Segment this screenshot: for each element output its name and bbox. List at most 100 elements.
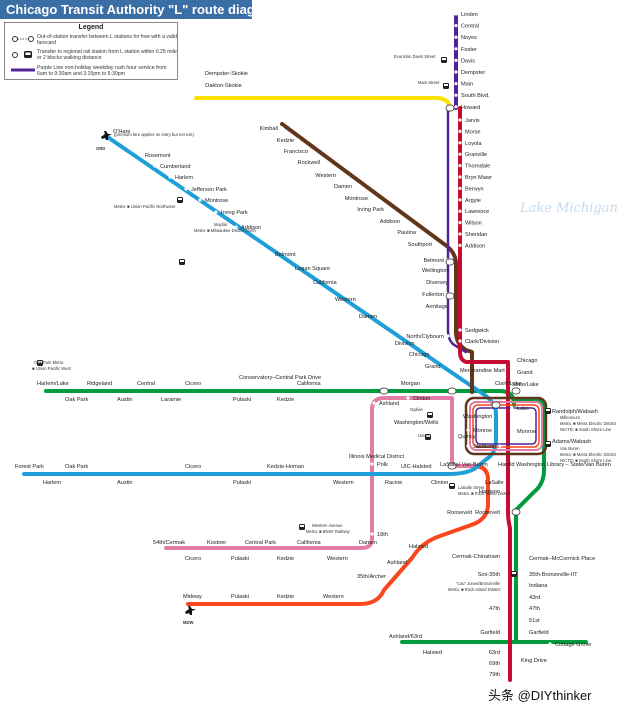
station-label: Jarvis: [465, 118, 480, 124]
station-dot: [502, 510, 506, 514]
station-label: Main: [461, 82, 473, 88]
station-label: North/Clybourn: [406, 334, 444, 340]
station-dot: [328, 297, 332, 301]
station-label: Roosevelt: [475, 510, 500, 516]
station-dot: [510, 370, 514, 374]
station-label: 63rd: [489, 650, 500, 656]
station-label: Ashland/63rd: [389, 634, 422, 640]
station-label: Irving Park: [357, 207, 384, 213]
station-label: Paulina: [397, 230, 417, 236]
station-label: Chicago: [517, 358, 538, 364]
station-dot: [522, 556, 526, 560]
station-label: Harlem: [175, 175, 193, 181]
legend-row-transfer: Out-of-station transfer between L statio…: [9, 34, 177, 48]
station-dot: [370, 532, 374, 536]
station-dot: [226, 480, 230, 484]
transfer-station-marker: [511, 508, 521, 516]
train-icon: [545, 441, 551, 447]
station-dot: [320, 556, 324, 560]
station-dot: [502, 554, 506, 558]
title-bar: Chicago Transit Authority "L" route diag…: [0, 0, 279, 19]
station-label: Kedzie: [277, 594, 294, 600]
station-dot: [130, 381, 134, 385]
note-label: NICTD: ■ South Shore Line: [560, 427, 612, 432]
station-dot: [446, 334, 450, 338]
station-label: Oak Park: [65, 464, 89, 470]
station-dot: [288, 266, 292, 270]
station-dot: [458, 339, 462, 343]
station-dot: [58, 397, 62, 401]
station-label: 35th-Bronzeville-IIT: [529, 572, 578, 578]
station-dot: [522, 595, 526, 599]
station-label: California: [297, 540, 322, 546]
station-dot: [80, 381, 84, 385]
station-dot: [316, 594, 320, 598]
station-label: Belmont: [423, 258, 444, 264]
station-dot: [458, 129, 462, 133]
station-label: Chicago: [409, 352, 430, 358]
purple-express-path: [446, 106, 468, 354]
station-dot: [176, 594, 180, 598]
station-dot: [502, 661, 506, 665]
station-label: Southport: [408, 242, 433, 248]
station-label: Forest Park: [15, 464, 44, 470]
train-icon: [427, 412, 433, 418]
station-dot: [380, 560, 384, 564]
station-label: Racine: [385, 480, 402, 486]
station-dot: [458, 328, 462, 332]
note-label: Metra: ■ Union Pacific Northwest: [114, 204, 176, 209]
station-label: Cottage Grove: [555, 642, 591, 648]
note-label: Metra: ■ Rock Island District: [458, 491, 511, 496]
red-line-path: [458, 106, 512, 682]
yellow-line-path: [194, 96, 452, 112]
station-label: Laramie: [161, 397, 181, 403]
station-dot: [350, 574, 354, 578]
station-label: Linden: [461, 12, 478, 18]
station-label: Addison: [465, 243, 485, 249]
transfer-station-marker: [511, 387, 521, 395]
note-label: Merchandise Mart: [460, 368, 505, 374]
station-dot: [458, 164, 462, 168]
train-icon: [425, 434, 431, 440]
station-label: Pulaski: [233, 397, 251, 403]
station-label: Diversey: [426, 280, 448, 286]
station-label: Midway: [183, 594, 202, 600]
station-label: Grand: [425, 364, 441, 370]
station-label: Kedzie: [277, 397, 294, 403]
station-label: Granville: [465, 152, 487, 158]
station-dot: [106, 129, 110, 133]
note-label: Quincy: [458, 434, 476, 440]
station-label: Austin: [117, 480, 133, 486]
station-label: California: [313, 280, 338, 286]
station-label: LaSalle: [485, 480, 504, 486]
train-icon: [511, 571, 517, 577]
station-label: Bryn Mawr: [465, 175, 492, 181]
station-dot: [502, 489, 506, 493]
note-label: Adams/Wabash: [552, 439, 591, 445]
station-label: Damen: [334, 184, 352, 190]
station-dot: [458, 118, 462, 122]
legend-text-transfer: Out-of-station transfer between L statio…: [37, 34, 177, 46]
station-dot: [214, 210, 218, 214]
station-label: Clinton: [431, 480, 448, 486]
station-dot: [338, 173, 342, 177]
station-dot: [454, 12, 458, 16]
station-dot: [296, 138, 300, 142]
note-label: Millennium: [560, 415, 581, 420]
ord-label: ORD: [96, 146, 105, 151]
station-label: Cicero: [185, 381, 201, 387]
station-dot: [270, 397, 274, 401]
station-dot: [154, 397, 158, 401]
station-label: Rockwell: [298, 160, 320, 166]
station-label: Ridgeland: [87, 381, 112, 387]
station-dot: [290, 540, 294, 544]
legend-box: Legend Out-of-station transfer between L…: [4, 22, 178, 80]
note-label: Harold Washington Library – State/Van Bu…: [498, 462, 611, 468]
station-dot: [146, 540, 150, 544]
pink-line-path: [164, 396, 476, 550]
station-dot: [458, 141, 462, 145]
station-label: King Drive: [521, 658, 547, 664]
station-label: Sheridan: [465, 232, 487, 238]
station-label: Irving Park: [221, 210, 248, 216]
note-label: LaSalle/ Van Buren: [440, 462, 488, 468]
